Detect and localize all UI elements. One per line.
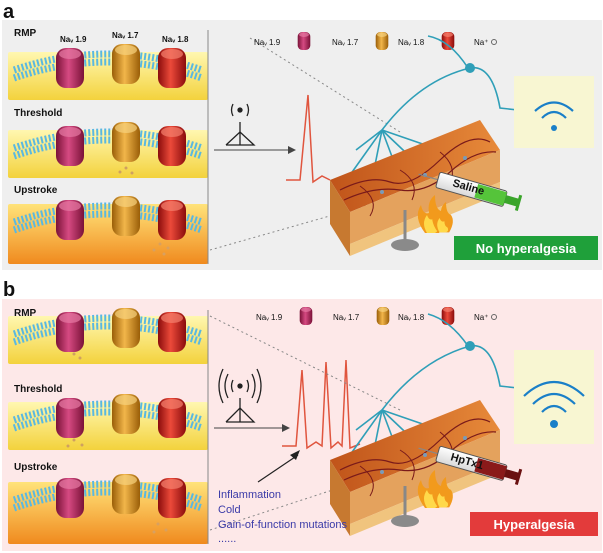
factor-inflammation: Inflammation xyxy=(218,489,281,501)
panel-b-upstroke-cell xyxy=(8,474,208,544)
panel-a-letter: a xyxy=(3,1,15,23)
panel-a-channel-label-nav17: Naᵥ 1.7 xyxy=(112,31,139,40)
legend-b-nav18-label: Naᵥ 1.8 xyxy=(398,313,425,322)
legend-b-nav19-label: Naᵥ 1.9 xyxy=(256,313,283,322)
panel-b-outcome-badge xyxy=(470,512,598,536)
panel-b-probe-icon xyxy=(391,486,419,527)
panel-b-syringe-icon xyxy=(418,445,523,485)
panel-a-state-threshold: Threshold xyxy=(14,108,62,119)
panel-a-probe-icon xyxy=(391,210,419,251)
panel-a-neuron-soma xyxy=(465,63,475,73)
panel-b-neuron-soma xyxy=(465,341,475,351)
panel-a-syringe-icon xyxy=(418,171,523,211)
legend-a-nav18-label: Naᵥ 1.8 xyxy=(398,38,425,47)
sodium-ion-icon xyxy=(491,39,497,45)
panel-a-outcome-label: No hyperalgesia xyxy=(476,241,577,256)
panel-b-action-potential-train xyxy=(282,359,361,450)
panel-a-state-upstroke: Upstroke xyxy=(14,185,58,196)
legend-a-nav19-label: Naᵥ 1.9 xyxy=(254,38,281,47)
panel-b-arrowhead xyxy=(282,424,290,432)
panel-b-threshold-cell xyxy=(8,394,208,450)
panel-a-outcome-badge xyxy=(454,236,598,260)
panel-a-channel-label-nav18: Naᵥ 1.8 xyxy=(162,35,189,44)
factor-gain-of-function: Gain-of-function mutations xyxy=(218,519,348,531)
legend-b-nav17-label: Naᵥ 1.7 xyxy=(333,313,360,322)
panel-b-rmp-cell xyxy=(8,308,208,364)
panel-a-channel-label-nav19: Naᵥ 1.9 xyxy=(60,35,87,44)
panel-a-signal-icon xyxy=(534,101,574,119)
sodium-ion-icon-b xyxy=(491,314,497,320)
panel-b-state-threshold: Threshold xyxy=(14,384,62,395)
panel-a-action-potential xyxy=(286,94,331,184)
panel-a-threshold-cell xyxy=(8,122,208,178)
legend-a-na-label: Na⁺ xyxy=(474,38,488,47)
panel-b-state-rmp: RMP xyxy=(14,308,37,319)
panel-a-arrowhead xyxy=(288,146,296,154)
legend-b-na-label: Na⁺ xyxy=(474,313,488,322)
panel-a-legend: Naᵥ 1.9 Naᵥ 1.7 Naᵥ 1.8 Na⁺ xyxy=(254,32,497,50)
panel-b-signal-dot xyxy=(550,420,558,428)
panel-b-factor-arrow xyxy=(257,454,299,483)
panel-a-stimulus-electrode-icon xyxy=(225,103,256,146)
panel-a-state-rmp: RMP xyxy=(14,28,37,39)
panel-b-legend: Naᵥ 1.9 Naᵥ 1.7 Naᵥ 1.8 Na⁺ xyxy=(256,307,497,325)
panel-b-state-upstroke: Upstroke xyxy=(14,462,58,473)
legend-a-nav17-label: Naᵥ 1.7 xyxy=(332,38,359,47)
factor-cold: Cold xyxy=(218,504,241,516)
factor-ellipsis: ...... xyxy=(218,533,236,545)
panel-b-stimulus-electrode-icon xyxy=(218,368,262,423)
panel-b-signal-box xyxy=(514,350,594,444)
panel-a-signal-dot xyxy=(551,125,557,131)
panel-b-signal-icon xyxy=(523,381,585,413)
panel-b-factor-arrowhead xyxy=(290,450,300,460)
panel-b-letter: b xyxy=(3,279,15,301)
panel-b-factors-list: Inflammation Cold Gain-of-function mutat… xyxy=(218,489,348,545)
panel-a-rmp-cell xyxy=(8,44,208,100)
panel-a-upstroke-cell xyxy=(8,196,208,264)
panel-b-outcome-label: Hyperalgesia xyxy=(494,517,576,532)
